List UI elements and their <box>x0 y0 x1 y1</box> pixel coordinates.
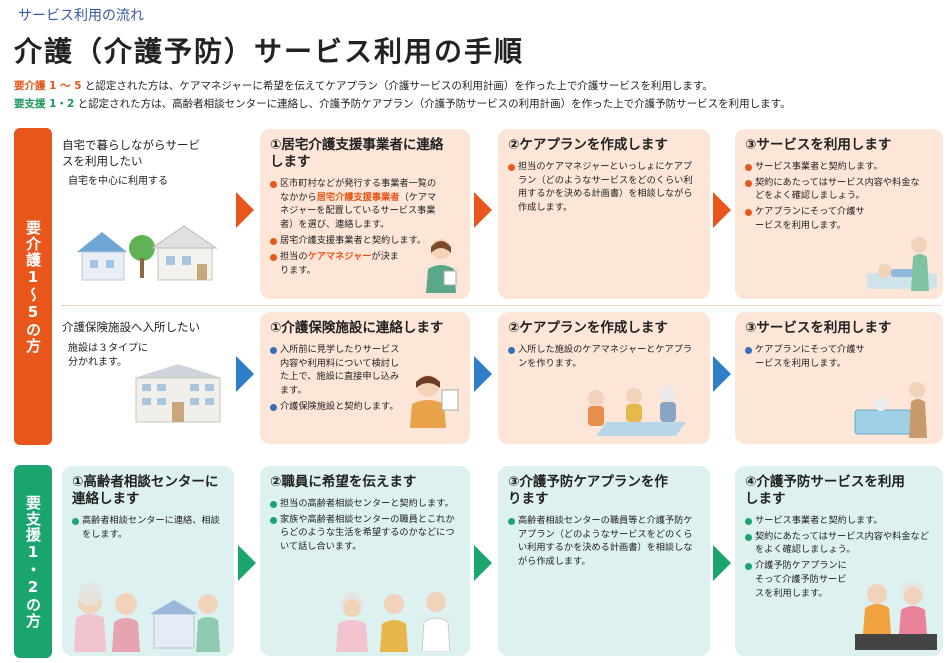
home-step3-item: 契約にあたってはサービス内容や料金などをよく確認しましょう。 <box>745 176 925 204</box>
sidebar-care: 要介護1〜5の方 <box>14 128 52 445</box>
phone-call-illustration <box>410 375 459 428</box>
facility-step1-card: ①介護保険施設に連絡します 入所前に見学したりサービス内容や利用料について検討し… <box>260 312 470 444</box>
family-discussion-illustration <box>336 592 451 652</box>
facility-step2-card: ②ケアプランを作成します 入所した施設のケアマネジャーとケアプランを作ります。 <box>498 312 710 444</box>
intro-support-highlight: 要支援 1・2 <box>14 98 75 110</box>
home-step1-title: ①居宅介護支援事業者に連絡します <box>270 137 444 170</box>
support-step1-title: ①高齢者相談センターに連絡します <box>72 474 219 507</box>
home-step1-item1-hl: 居宅介護支援事業者 <box>316 191 400 203</box>
page-title: 介護（介護予防）サービス利用の手順 <box>14 35 525 68</box>
row-divider <box>62 305 940 306</box>
intro-care-highlight: 要介護 1 ～ 5 <box>14 80 82 92</box>
support-step1-card: ①高齢者相談センターに連絡します 高齢者相談センターに連絡、相談をします。 <box>62 466 234 656</box>
facility-start-sub: 施設は３タイプに分かれます。 <box>68 342 148 368</box>
sidebar-care-label: 要介護1〜5の方 <box>24 219 42 354</box>
arrow-home-1 <box>236 192 254 228</box>
facility-step3-card: ③サービスを利用します ケアプランにそって介護サービスを利用します。 <box>735 312 943 444</box>
support-step4-title: ④介護予防サービスを利用します <box>745 474 905 507</box>
home-step1-item: 居宅介護支援事業者と契約します。 <box>270 234 440 248</box>
home-start-title: 自宅で暮らしながらサービスを利用したい <box>62 138 200 168</box>
home-step3-item: ケアプランにそって介護サービスを利用します。 <box>745 205 865 233</box>
house-illustration <box>77 225 218 281</box>
intro-support-text: と認定された方は、高齢者相談センターに連絡し、介護予防ケアプラン（介護予防サービ… <box>74 98 791 110</box>
support-step3-item: 高齢者相談センターの職員等と介護予防ケアプラン（どのようなサービスをどのくらい利… <box>508 514 700 569</box>
arrow-home-2 <box>474 192 492 228</box>
home-step2-title: ②ケアプランを作成します <box>508 137 668 153</box>
support-step2-card: ②職員に希望を伝えます 担当の高齢者相談センターと契約します。 家族や高齢者相談… <box>260 466 470 656</box>
facility-start: 介護保険施設へ入所したい 施設は３タイプに分かれます。 <box>62 320 232 370</box>
home-step3-item: サービス事業者と契約します。 <box>745 160 925 174</box>
home-step1-item3-pre: 担当の <box>280 250 308 262</box>
home-step2-item: 担当のケアマネジャーといっしょにケアプラン（どのようなサービスをどのくらい利用す… <box>508 160 700 215</box>
home-step1-item1-post: （ケアマネジャーを配置しているサービス事業者）を選び、連絡します。 <box>280 191 437 231</box>
facility-building-illustration <box>134 364 222 423</box>
bath-assistance-illustration <box>854 382 927 438</box>
support-step4-card: ④介護予防サービスを利用します サービス事業者と契約します。 契約にあたってはサ… <box>735 466 943 656</box>
meeting-illustration <box>588 386 686 436</box>
support-step1-item: 高齢者相談センターに連絡、相談をします。 <box>72 514 224 542</box>
facility-step1-item: 入所前に見学したりサービス内容や利用料について検討した上で、施設に直接申し込みま… <box>270 343 400 398</box>
facility-step3-title: ③サービスを利用します <box>745 320 892 336</box>
home-step2-card: ②ケアプランを作成します 担当のケアマネジャーといっしょにケアプラン（どのような… <box>498 129 710 299</box>
facility-step2-title: ②ケアプランを作成します <box>508 320 668 336</box>
support-step4-item: 契約にあたってはサービス内容や料金などをよく確認しましょう。 <box>745 530 933 558</box>
intro-support: 要支援 1・2 と認定された方は、高齢者相談センターに連絡し、介護予防ケアプラン… <box>14 96 791 111</box>
arrow-support-1 <box>238 545 256 581</box>
facility-step3-item: ケアプランにそって介護サービスを利用します。 <box>745 343 865 371</box>
support-step3-title: ③介護予防ケアプランを作ります <box>508 474 668 507</box>
arrow-support-3 <box>713 545 731 581</box>
support-step4-item: 介護予防ケアプランにそって介護予防サービスを利用します。 <box>745 559 855 600</box>
support-step4-item: サービス事業者と契約します。 <box>745 514 933 528</box>
caregiver-illustration <box>867 237 937 291</box>
facility-step1-title: ①介護保険施設に連絡します <box>270 320 444 336</box>
section-label: サービス利用の流れ <box>18 8 144 24</box>
home-start-sub: 自宅を中心に利用する <box>68 176 168 188</box>
intro-care: 要介護 1 ～ 5 と認定された方は、ケアマネジャーに希望を伝えてケアプラン（介… <box>14 78 713 93</box>
consultation-illustration <box>74 582 220 652</box>
support-step3-card: ③介護予防ケアプランを作ります 高齢者相談センターの職員等と介護予防ケアプラン（… <box>498 466 710 656</box>
arrow-support-2 <box>474 545 492 581</box>
arrow-facility-3 <box>713 356 731 392</box>
cooking-assistance-illustration <box>855 581 937 650</box>
intro-care-text: と認定された方は、ケアマネジャーに希望を伝えてケアプラン（介護サービスの利用計画… <box>81 80 713 92</box>
home-start: 自宅で暮らしながらサービスを利用したい 自宅を中心に利用する <box>62 138 232 189</box>
home-step1-card: ①居宅介護支援事業者に連絡します 区市町村などが発行する事業者一覧のなかから居宅… <box>260 129 470 299</box>
home-step1-item2-pre: 居宅介護支援事業者と契約します。 <box>280 234 427 246</box>
home-step1-item3-post: が決まります。 <box>280 250 399 276</box>
sidebar-support: 要支援1・2の方 <box>14 465 52 658</box>
care-manager-illustration <box>426 239 457 293</box>
home-step1-item: 区市町村などが発行する事業者一覧のなかから居宅介護支援事業者（ケアマネジャーを配… <box>270 177 440 232</box>
home-step3-title: ③サービスを利用します <box>745 137 892 153</box>
facility-start-title: 介護保険施設へ入所したい <box>62 320 200 334</box>
facility-step2-item: 入所した施設のケアマネジャーとケアプランを作ります。 <box>508 343 700 371</box>
support-step2-title: ②職員に希望を伝えます <box>270 474 417 490</box>
arrow-facility-2 <box>474 356 492 392</box>
support-step2-item: 担当の高齢者相談センターと契約します。 <box>270 497 460 511</box>
home-step1-item1-pre: 区市町村などが発行する事業者一覧のなかから <box>280 177 437 203</box>
facility-step1-item: 介護保険施設と契約します。 <box>270 400 440 414</box>
home-step1-item3-hl: ケアマネジャー <box>307 250 372 262</box>
arrow-facility-1 <box>236 356 254 392</box>
support-step2-item: 家族や高齢者相談センターの職員とこれからどのような生活を希望するのかなどについて… <box>270 513 460 554</box>
sidebar-support-label: 要支援1・2の方 <box>24 494 42 629</box>
home-step3-card: ③サービスを利用します サービス事業者と契約します。 契約にあたってはサービス内… <box>735 129 943 299</box>
arrow-home-3 <box>713 192 731 228</box>
home-step1-item: 担当のケアマネジャーが決まります。 <box>270 250 400 278</box>
